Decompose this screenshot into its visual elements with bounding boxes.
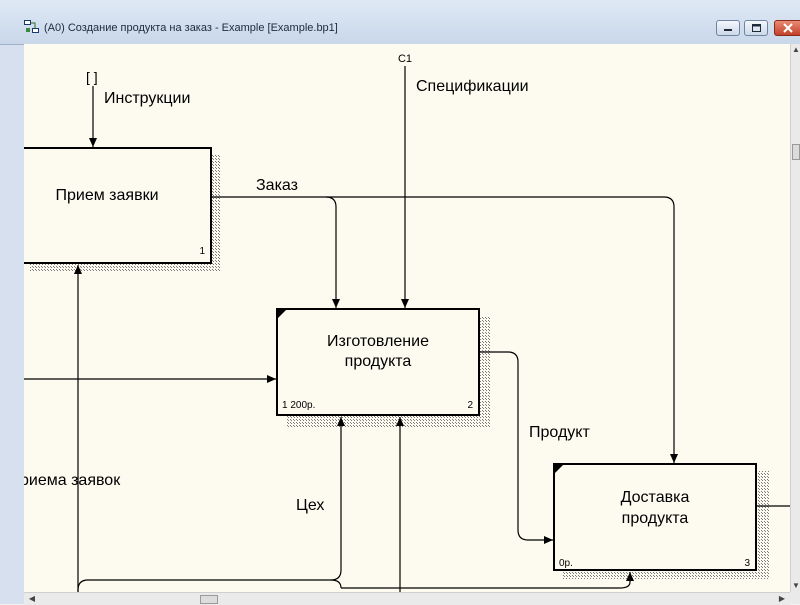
arrow-product-label: Продукт [529, 424, 590, 441]
arrow-specifications[interactable]: C1 Спецификации [398, 53, 529, 308]
arrow-order[interactable]: Заказ [212, 177, 678, 463]
arrow-orders-label: риема заявок [24, 472, 121, 489]
box-2-number: 2 [467, 400, 473, 411]
arrow-mechanism-box-3[interactable] [330, 572, 630, 589]
arrow-mechanism-box-2-left[interactable] [77, 417, 345, 592]
close-button[interactable] [774, 20, 800, 36]
arrow-instructions-label: Инструкции [104, 90, 190, 107]
scroll-down-icon[interactable]: ▼ [792, 581, 800, 590]
box-1-frame [24, 147, 212, 264]
arrow-instructions[interactable]: [ ] Инструкции [86, 69, 190, 147]
box-2-corner-mark [277, 309, 287, 319]
arrow-workshop[interactable]: Цех [296, 417, 404, 592]
box-1-label: Прием заявки [55, 187, 158, 204]
box-2-frame [276, 308, 480, 416]
scroll-up-icon[interactable]: ▲ [792, 45, 800, 54]
box-3-number: 3 [744, 558, 750, 569]
activity-box-3[interactable]: Доставка продукта 0р. 3 [553, 463, 769, 579]
horizontal-scroll-thumb[interactable] [200, 595, 218, 604]
box-3-cost: 0р. [559, 558, 573, 569]
close-icon [775, 21, 800, 35]
scroll-left-icon[interactable]: ◀ [28, 594, 36, 603]
box-2-label-line-1: Изготовление [327, 333, 429, 350]
box-3-corner-mark [554, 464, 564, 474]
activity-box-1[interactable]: Прием заявки 1 [24, 147, 220, 272]
horizontal-scrollbar[interactable]: ◀ ▶ [24, 592, 790, 605]
tunnel-mark: [ ] [86, 69, 98, 85]
minimize-button[interactable] [716, 20, 740, 36]
arrow-workshop-label: Цех [296, 497, 324, 514]
box-2-cost: 1 200р. [282, 400, 315, 411]
box-1-number: 1 [199, 246, 205, 257]
window-title: (A0) Создание продукта на заказ - Exampl… [44, 22, 338, 34]
maximize-button[interactable] [744, 20, 768, 36]
arrow-specifications-label: Спецификации [416, 78, 529, 95]
activity-box-2[interactable]: Изготовление продукта 1 200р. 2 [276, 308, 490, 427]
scrollbar-corner [790, 592, 800, 604]
maximize-icon [745, 21, 767, 35]
box-3-frame [553, 463, 757, 571]
scroll-right-icon[interactable]: ▶ [778, 594, 786, 603]
vertical-scroll-thumb[interactable] [792, 144, 800, 160]
minimize-icon [717, 21, 739, 35]
box-3-label-line-1: Доставка [621, 489, 690, 506]
diagram-canvas[interactable]: Прием заявки 1 Изготовление продукта 1 2… [24, 44, 790, 592]
arrow-code-c1: C1 [398, 53, 412, 65]
idef0-diagram: Прием заявки 1 Изготовление продукта 1 2… [24, 53, 790, 592]
app-diagram-icon [24, 20, 40, 34]
box-2-label-line-2: продукта [345, 353, 412, 370]
box-3-label-line-2: продукта [622, 510, 689, 527]
title-bar[interactable]: (A0) Создание продукта на заказ - Exampl… [0, 0, 800, 45]
arrow-product[interactable]: Продукт [480, 351, 590, 544]
vertical-scrollbar[interactable]: ▲ ▼ [790, 44, 800, 592]
arrow-order-label: Заказ [256, 177, 298, 194]
